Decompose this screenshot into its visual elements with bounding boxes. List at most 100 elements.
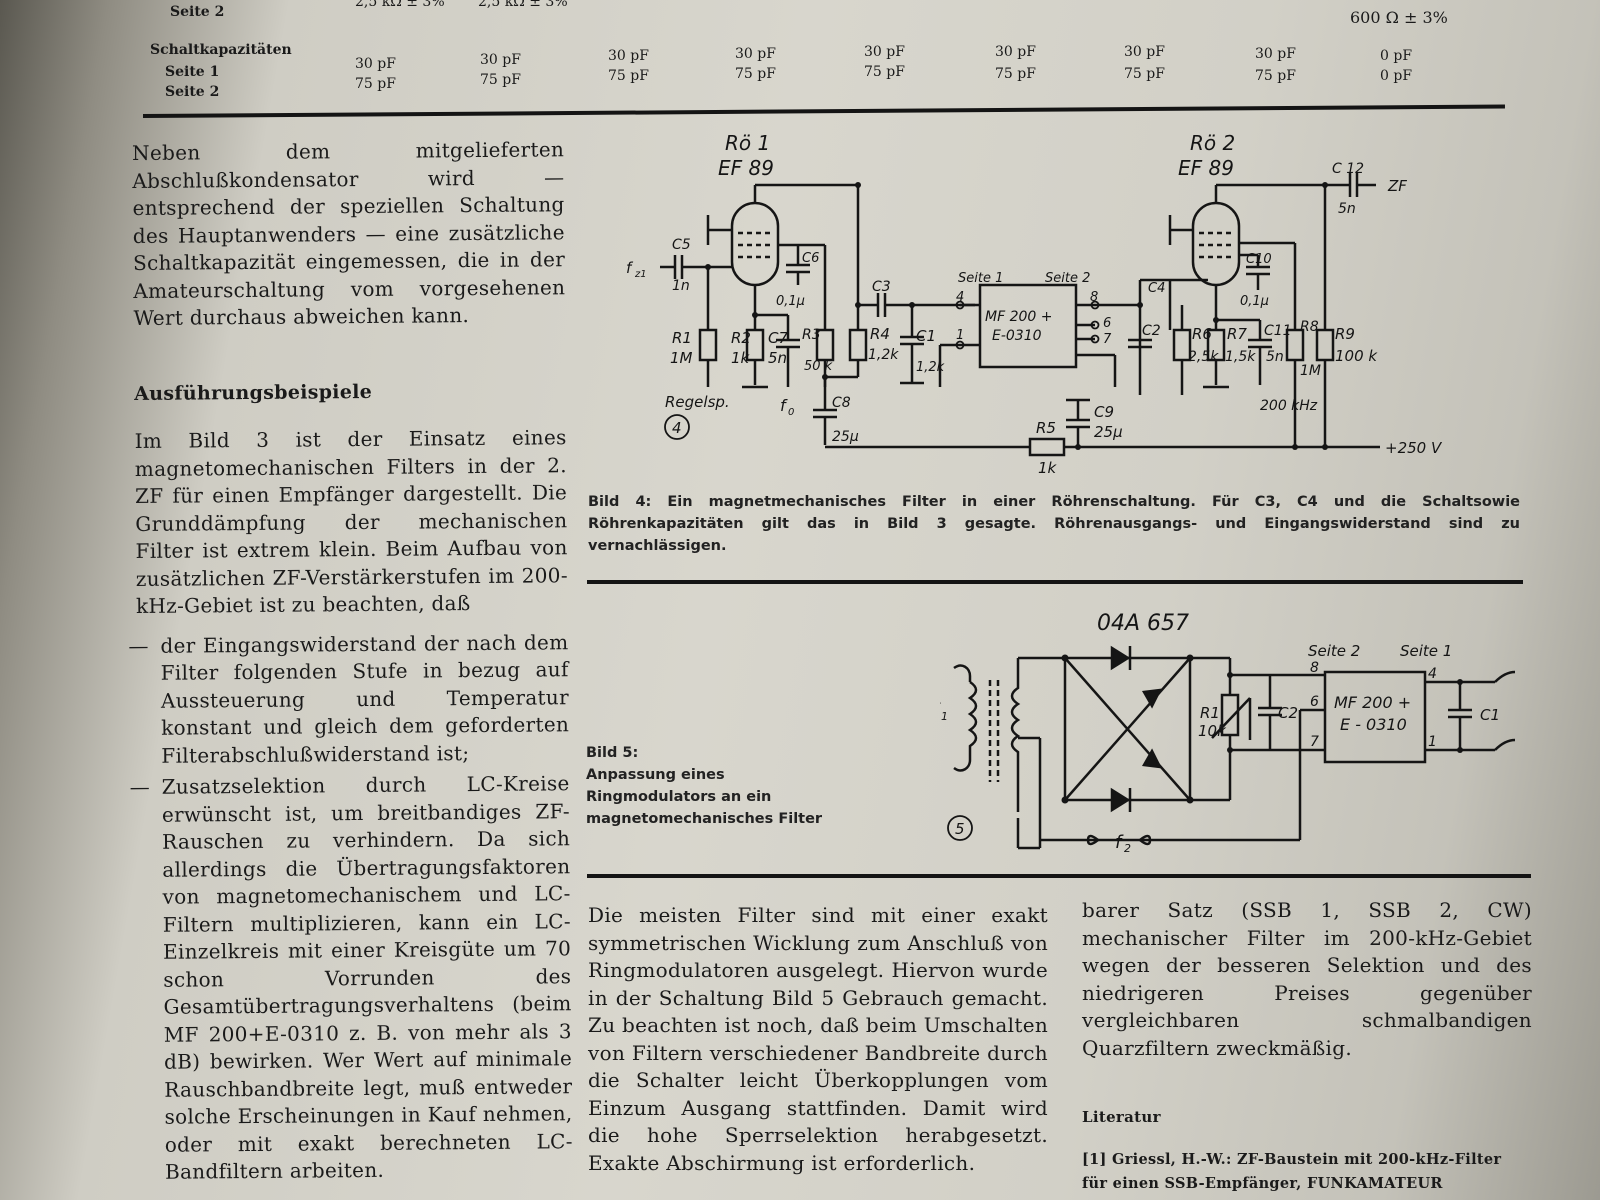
label-f2: f xyxy=(1115,832,1124,853)
intro-paragraph: Neben dem mitgelieferten Abschlußkondens… xyxy=(132,137,566,330)
label-r6-value: 2,5k xyxy=(1188,349,1219,365)
filter-label-line1: MF 200 + xyxy=(985,309,1052,325)
tube-1-type: EF 89 xyxy=(718,156,774,180)
label-c8-value: 25µ xyxy=(832,429,859,445)
pin-4: 4 xyxy=(1428,666,1437,682)
pin-6: 6 xyxy=(1103,316,1111,331)
label-c1: C1 xyxy=(1480,706,1500,724)
table-cell: 75 pF xyxy=(1255,68,1296,84)
table-cell: 75 pF xyxy=(480,72,521,88)
label-c9: C9 xyxy=(1094,403,1114,421)
label-c10-value: 0,1µ xyxy=(1240,294,1269,309)
table-cell: 30 pF xyxy=(1124,44,1165,60)
label-f0-sub: 0 xyxy=(788,407,794,418)
table-cell: 2,5 kΩ ± 3% xyxy=(478,0,568,10)
label-zf: ZF xyxy=(1387,177,1407,195)
label-c3: C3 xyxy=(872,279,891,295)
label-seite2: Seite 2 xyxy=(1308,642,1360,660)
table-cell: 30 pF xyxy=(355,56,396,72)
pin-7: 7 xyxy=(1103,332,1112,347)
section-heading: Ausführungsbeispiele xyxy=(134,380,373,405)
label-c5: C5 xyxy=(672,237,691,253)
label-c5-value: 1n xyxy=(672,278,690,294)
pin-4: 4 xyxy=(956,290,964,305)
literature-item: [1] Griessl, H.-W.: ZF-Baustein mit 200-… xyxy=(1082,1150,1502,1192)
diode-type-label: 04A 657 xyxy=(1097,611,1189,636)
figure-divider-rule xyxy=(587,580,1523,584)
figure-4-caption: Bild 4: Ein magnetmechanisches Filter in… xyxy=(588,494,1520,554)
label-r2-value: 1k xyxy=(731,349,751,367)
figure-number: 5 xyxy=(955,820,965,838)
spec-table: Seite 2 2,5 kΩ ± 3% 2,5 kΩ ± 3% 600 Ω ± … xyxy=(0,0,1600,110)
label-c11: C11 xyxy=(1264,323,1292,339)
figure-4-schematic: Rö 1 EF 89 Rö 2 EF 89 C 12 5n ZF C5 1n f… xyxy=(626,131,1443,477)
label-c9-value: 25µ xyxy=(1094,423,1123,441)
bullet-dash: — xyxy=(128,633,149,658)
table-row-label: Seite 2 xyxy=(165,84,220,100)
label-r4-value: 1,2k xyxy=(868,347,899,363)
label-r1: R1 xyxy=(672,329,692,347)
table-row-label: Seite 2 xyxy=(170,4,225,20)
pin-8: 8 xyxy=(1310,660,1319,676)
filter-mf200-box xyxy=(978,283,1078,369)
label-regelspannung: Regelsp. xyxy=(665,393,730,411)
tube-1-name: Rö 1 xyxy=(725,131,770,155)
figure-5-caption: Bild 5: Anpassung eines Ringmodulators a… xyxy=(586,742,826,830)
label-c1: C1 xyxy=(916,327,936,345)
list-item: — Zusatzselektion durch LC-Kreise erwüns… xyxy=(130,770,574,1186)
label-c6-value: 0,1µ xyxy=(776,294,805,309)
label-c2: C2 xyxy=(1278,704,1298,722)
label-r5-value: 1k xyxy=(1038,459,1058,477)
label-r1-value: 10k xyxy=(1198,722,1227,740)
label-c12: C 12 xyxy=(1332,161,1364,177)
label-f0: f xyxy=(780,396,788,415)
table-cell: 600 Ω ± 3% xyxy=(1350,8,1448,27)
label-r7: R7 xyxy=(1227,325,1247,343)
table-row-label: Seite 1 xyxy=(165,64,220,80)
filter-label-line1: MF 200 + xyxy=(1334,693,1411,712)
table-cell: 75 pF xyxy=(864,64,905,80)
body-paragraph: Die meisten Filter sind mit einer exakt … xyxy=(588,903,1049,1175)
label-r4: R4 xyxy=(870,325,890,343)
figure-5-caption-text: Anpassung eines Ringmodulators an ein ma… xyxy=(586,767,823,827)
label-f2-sub: 2 xyxy=(1124,842,1131,855)
label-r6: R6 xyxy=(1192,325,1212,343)
filter-label-line2: E-0310 xyxy=(992,328,1042,344)
label-r9: R9 xyxy=(1335,325,1355,343)
pin-6: 6 xyxy=(1310,694,1319,710)
label-c4: C4 xyxy=(1148,281,1165,296)
tube-2-name: Rö 2 xyxy=(1190,131,1235,155)
label-r5: R5 xyxy=(1036,419,1056,437)
filter-mf200-box xyxy=(1323,670,1427,764)
middle-column: Die meisten Filter sind mit einer exakt … xyxy=(588,902,1048,1177)
label-fz1: f xyxy=(626,259,634,277)
label-seite1: Seite 1 xyxy=(958,271,1003,286)
label-r9-value: 100 k xyxy=(1335,347,1378,365)
label-r1: R1 xyxy=(1200,704,1220,722)
table-cell: 30 pF xyxy=(1255,46,1296,62)
pin-1: 1 xyxy=(1428,734,1437,750)
figure-number-circle xyxy=(947,815,973,841)
table-cell: 2,5 kΩ ± 3% xyxy=(355,0,445,10)
table-cell: 30 pF xyxy=(864,44,905,60)
left-column: Neben dem mitgelieferten Abschlußkondens… xyxy=(128,136,574,1186)
table-cell: 0 pF xyxy=(1380,48,1413,64)
label-c7: C7 xyxy=(768,329,788,347)
table-cell: 75 pF xyxy=(355,76,396,92)
label-r1-value: 1M xyxy=(670,349,693,367)
table-cell: 0 pF xyxy=(1380,68,1413,84)
label-fz1-sub: z1 xyxy=(634,269,647,280)
label-b-plus: +250 V xyxy=(1385,439,1443,457)
label-c6: C6 xyxy=(802,251,819,266)
label-seite2: Seite 2 xyxy=(1045,271,1090,286)
body-paragraph: barer Satz (SSB 1, SSB 2, CW) mechanisch… xyxy=(1082,898,1532,1060)
label-r8: R8 xyxy=(1300,319,1319,335)
table-cell: 30 pF xyxy=(608,48,649,64)
filter-label-line2: E - 0310 xyxy=(1340,715,1407,734)
pin-8: 8 xyxy=(1090,290,1098,305)
label-r8-value: 1M xyxy=(1300,363,1321,379)
table-cell: 30 pF xyxy=(735,46,776,62)
label-c8: C8 xyxy=(832,395,851,411)
label-r3: R3 xyxy=(802,327,821,343)
